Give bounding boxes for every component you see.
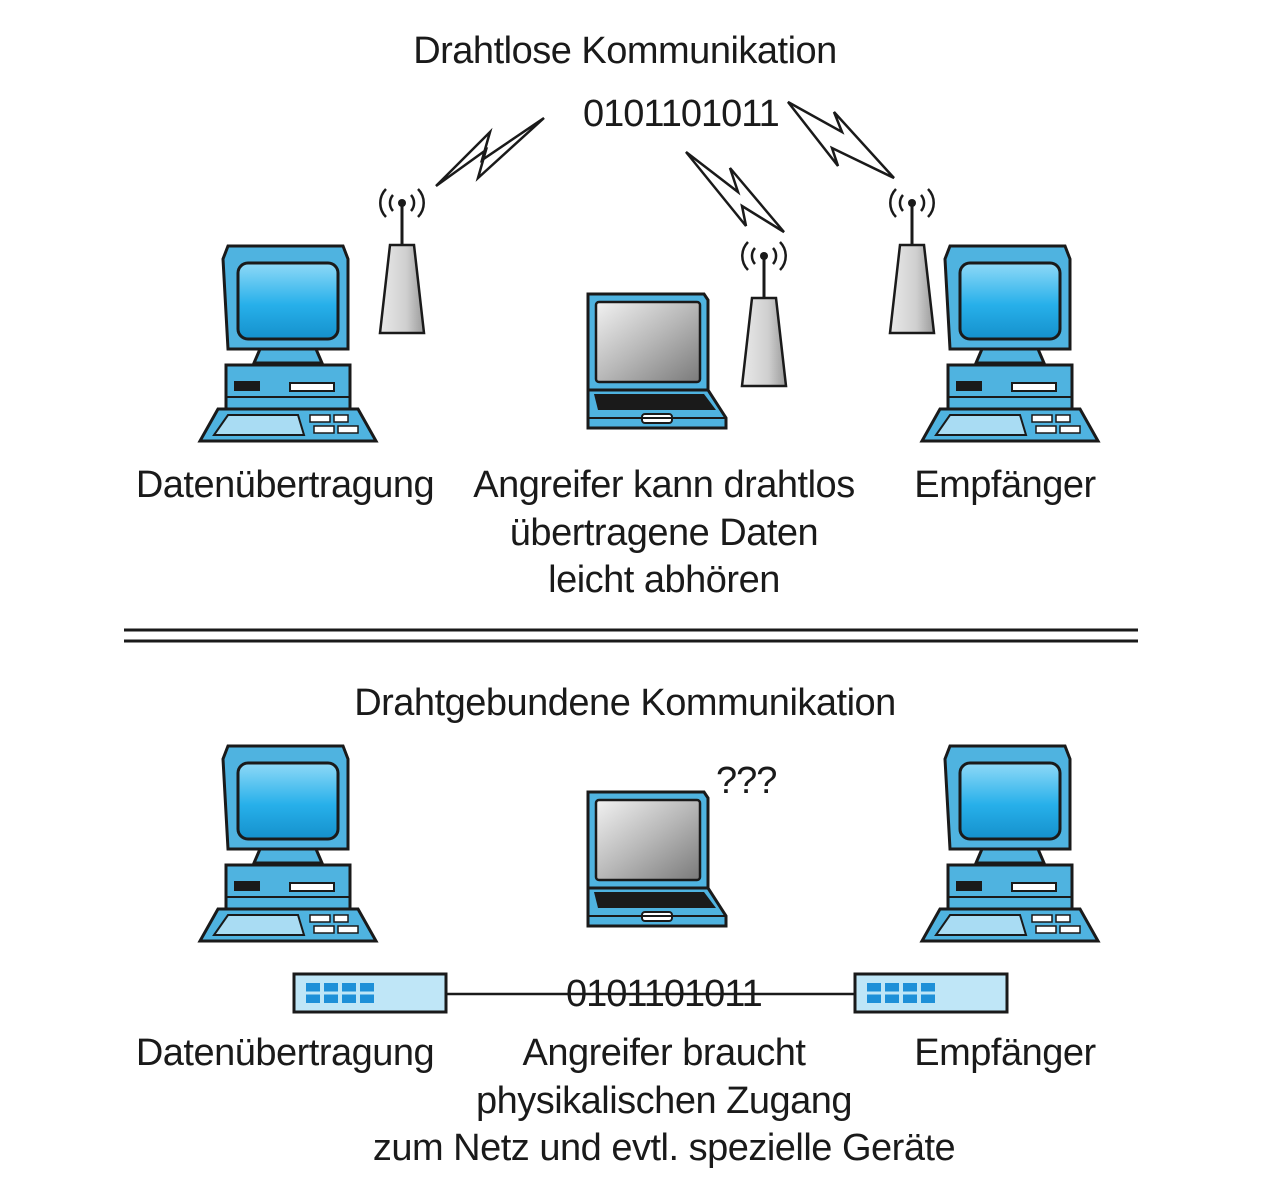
wired-attacker-line-3: zum Netz und evtl. spezielle Geräte [372,1127,956,1169]
sender-computer-wireless [198,244,378,443]
wireless-attacker-line-2: übertragene Daten [509,511,819,554]
receiver-computer-wireless [920,244,1100,443]
attacker-laptop-wired [586,790,728,928]
wireless-sender-label: Datenübertragung [135,464,435,506]
signal-bolt-left [435,116,545,188]
sender-antenna [378,187,426,335]
wireless-attacker-line-3: leicht abhören [548,559,780,601]
receiver-computer-wired [920,744,1100,943]
wired-attacker-label: Angreifer braucht physikalischen Zugang … [354,1030,974,1173]
sender-computer-wired [198,744,378,943]
wireless-attacker-line-1: Angreifer kann drahtlos [473,464,855,506]
wired-title: Drahtgebundene Kommunikation [354,682,896,724]
signal-bolt-right [787,100,895,180]
wireless-attacker-label: Angreifer kann drahtlos übertragene Date… [444,462,884,605]
wired-receiver-label: Empfänger [914,1032,1096,1074]
attacker-laptop-wireless [586,292,728,430]
wired-binary-data: 0101101011 [566,973,763,1015]
wireless-title: Drahtlose Kommunikation [413,30,837,72]
wired-question-marks: ??? [716,760,777,802]
wired-attacker-line-1: Angreifer braucht [522,1032,807,1074]
signal-bolt-middle [685,151,785,234]
sender-switch [292,972,448,1014]
wired-sender-label: Datenübertragung [135,1032,435,1074]
attacker-antenna [740,240,788,388]
wireless-receiver-label: Empfänger [914,464,1096,506]
receiver-antenna [888,187,936,335]
receiver-switch [853,972,1009,1014]
wireless-binary-data: 0101101011 [583,93,780,135]
wired-attacker-line-2: physikalischen Zugang [475,1079,853,1122]
